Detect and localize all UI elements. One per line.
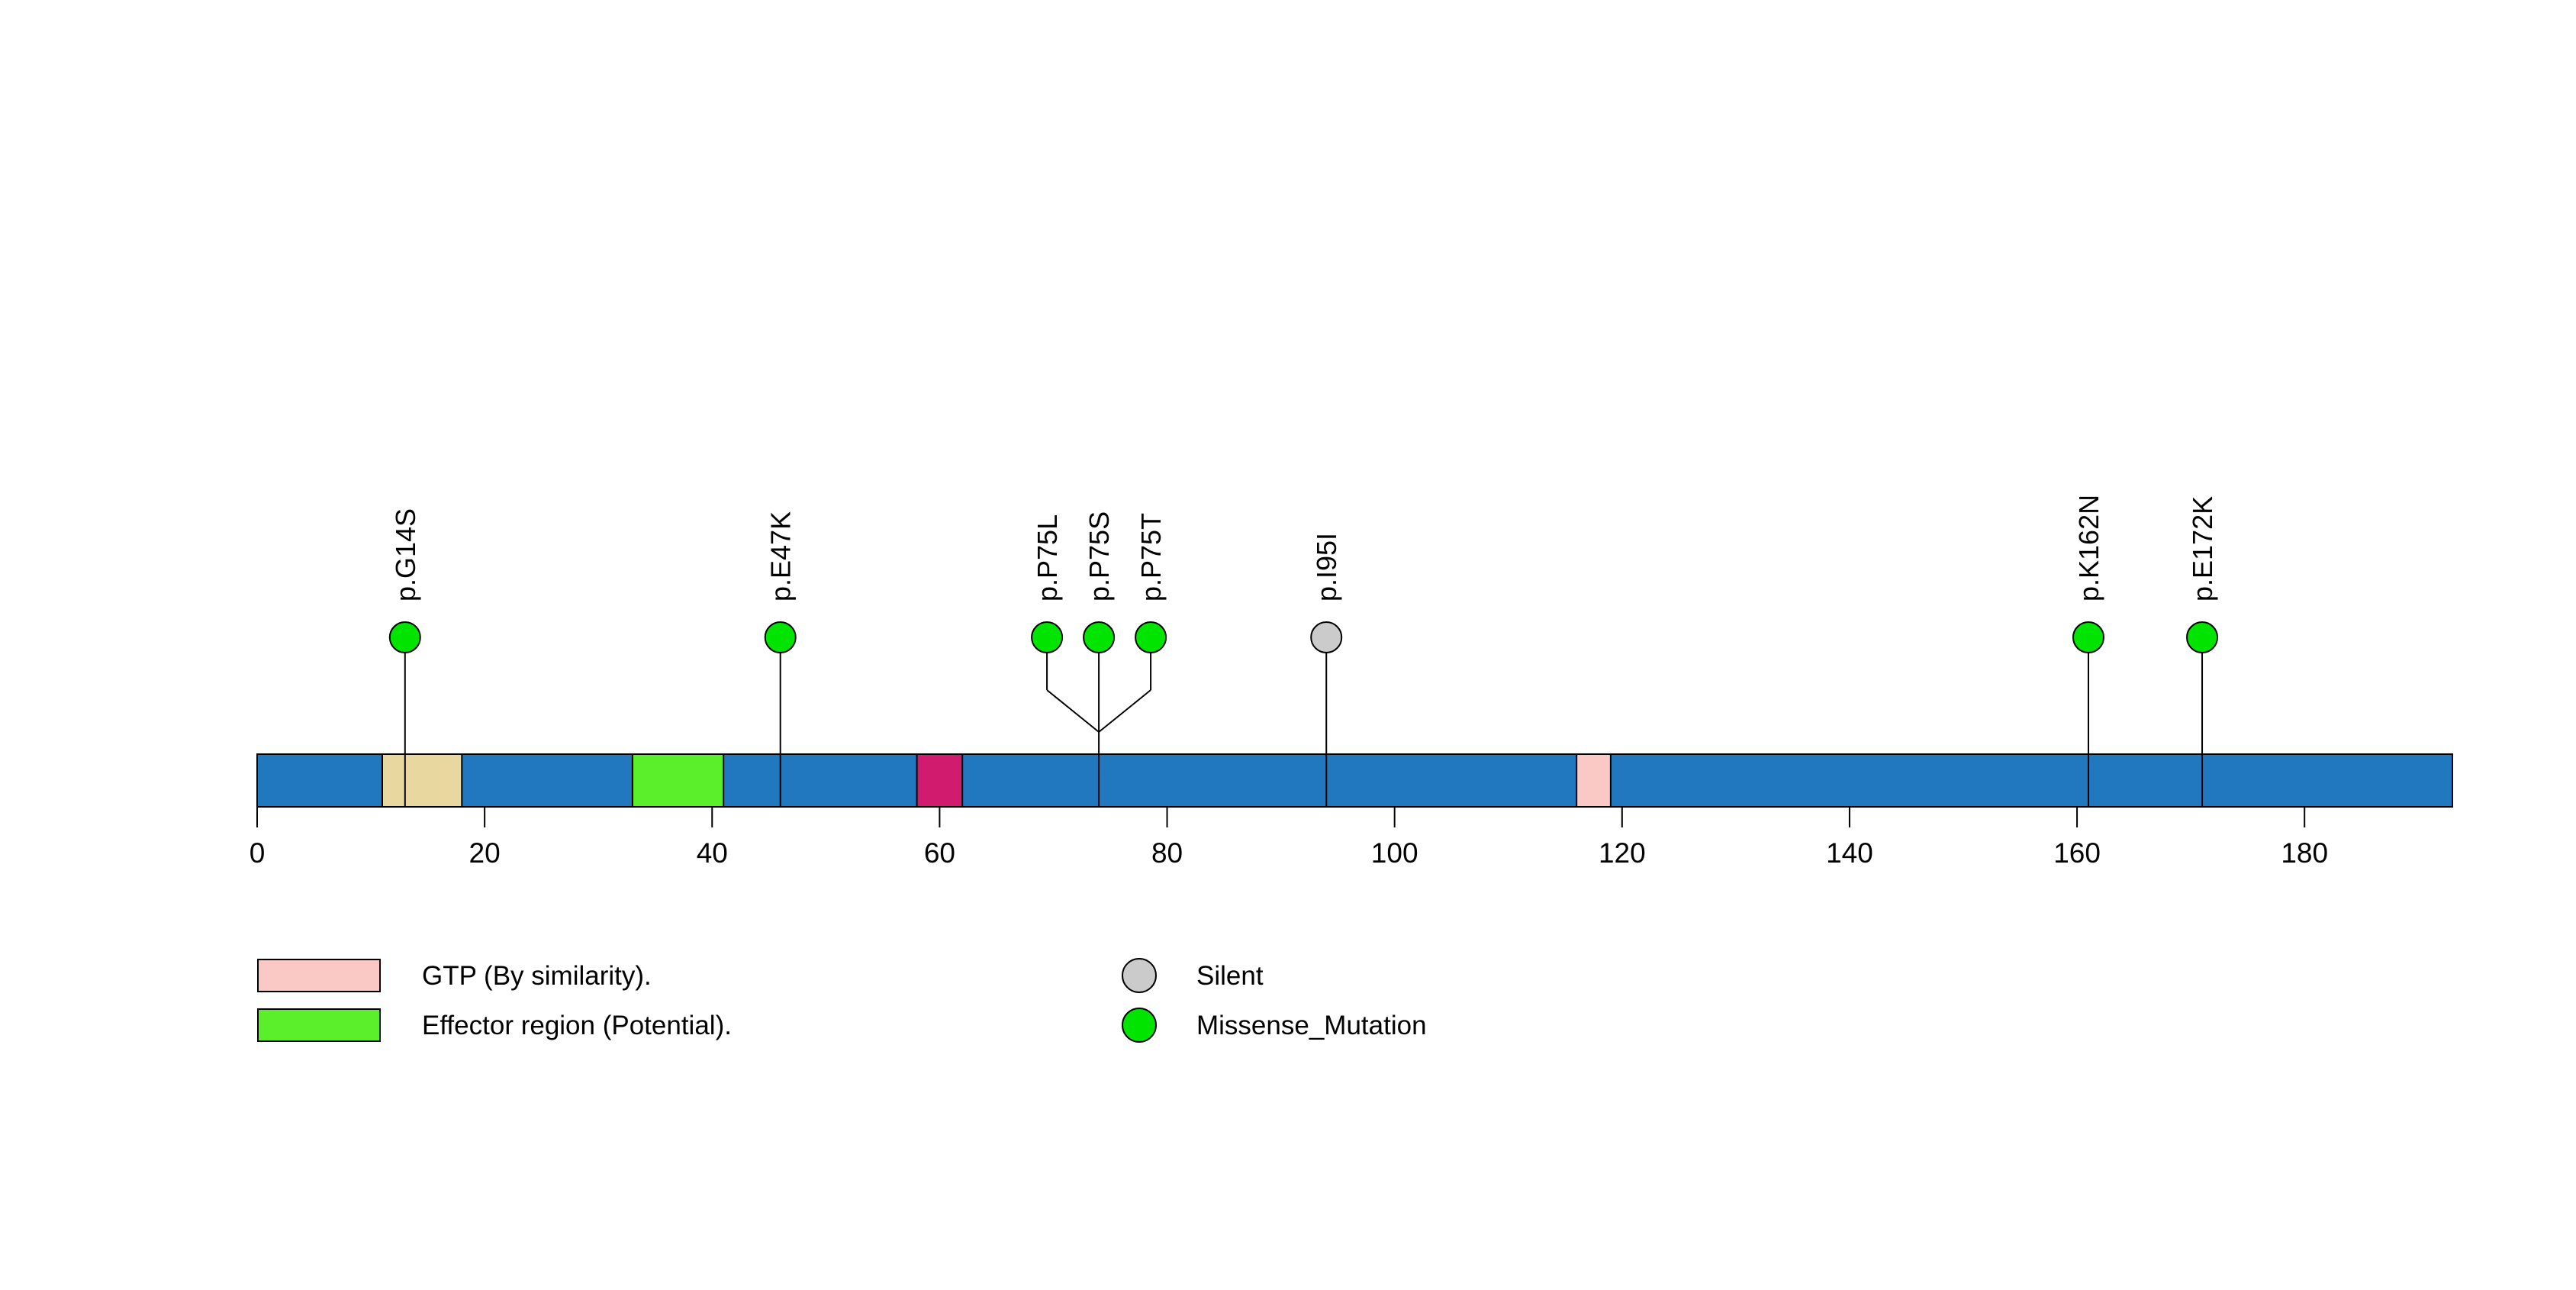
axis-tick-label: 20 (469, 837, 501, 869)
axis-tick-label: 60 (924, 837, 955, 869)
protein-domain-box (381, 753, 463, 808)
mutation-circle-missense_mutation (388, 621, 421, 653)
axis-tick-label: 140 (1826, 837, 1873, 869)
axis-tick-label: 80 (1151, 837, 1183, 869)
axis-tick-label: 0 (250, 837, 266, 869)
mutation-circle-missense_mutation (1135, 621, 1167, 653)
legend-mutation-label: Silent (1196, 961, 1264, 991)
axis-tick-label: 120 (1599, 837, 1646, 869)
legend-domain-swatch (257, 959, 381, 992)
axis-tick-label: 40 (697, 837, 728, 869)
mutation-circle-missense_mutation (1031, 621, 1064, 653)
legend-mutation-swatch (1122, 1008, 1157, 1043)
mutation-label: p.E47K (765, 511, 797, 601)
lollipop-stem-branch (1046, 689, 1100, 733)
mutation-circle-silent (1310, 621, 1343, 653)
mutation-label: p.P75T (1135, 513, 1167, 601)
protein-domain-box (631, 753, 725, 808)
legend-domain-label: GTP (By similarity). (422, 961, 652, 991)
mutation-label: p.G14S (390, 508, 421, 601)
legend-domain-swatch (257, 1008, 381, 1042)
mutation-circle-missense_mutation (2186, 621, 2219, 653)
mutation-circle-missense_mutation (764, 621, 797, 653)
mutation-label: p.I95I (1311, 533, 1342, 601)
protein-domain-box (916, 753, 964, 808)
legend-mutation-swatch (1122, 958, 1157, 993)
mutation-label: p.P75S (1084, 511, 1115, 601)
protein-backbone (256, 753, 2453, 808)
axis-tick-label: 100 (1371, 837, 1418, 869)
mutation-circle-missense_mutation (1083, 621, 1116, 653)
mutation-circle-missense_mutation (2072, 621, 2104, 653)
mutation-label: p.E172K (2187, 496, 2218, 601)
axis-tick-label: 180 (2281, 837, 2328, 869)
lollipop-stem-branch (1098, 689, 1151, 733)
legend-mutation-label: Missense_Mutation (1196, 1011, 1427, 1040)
protein-domain-box (1576, 753, 1612, 808)
legend-domain-label: Effector region (Potential). (422, 1011, 732, 1040)
mutation-label: p.K162N (2073, 495, 2104, 601)
axis-tick-label: 160 (2053, 837, 2101, 869)
mutation-label: p.P75L (1032, 514, 1063, 601)
